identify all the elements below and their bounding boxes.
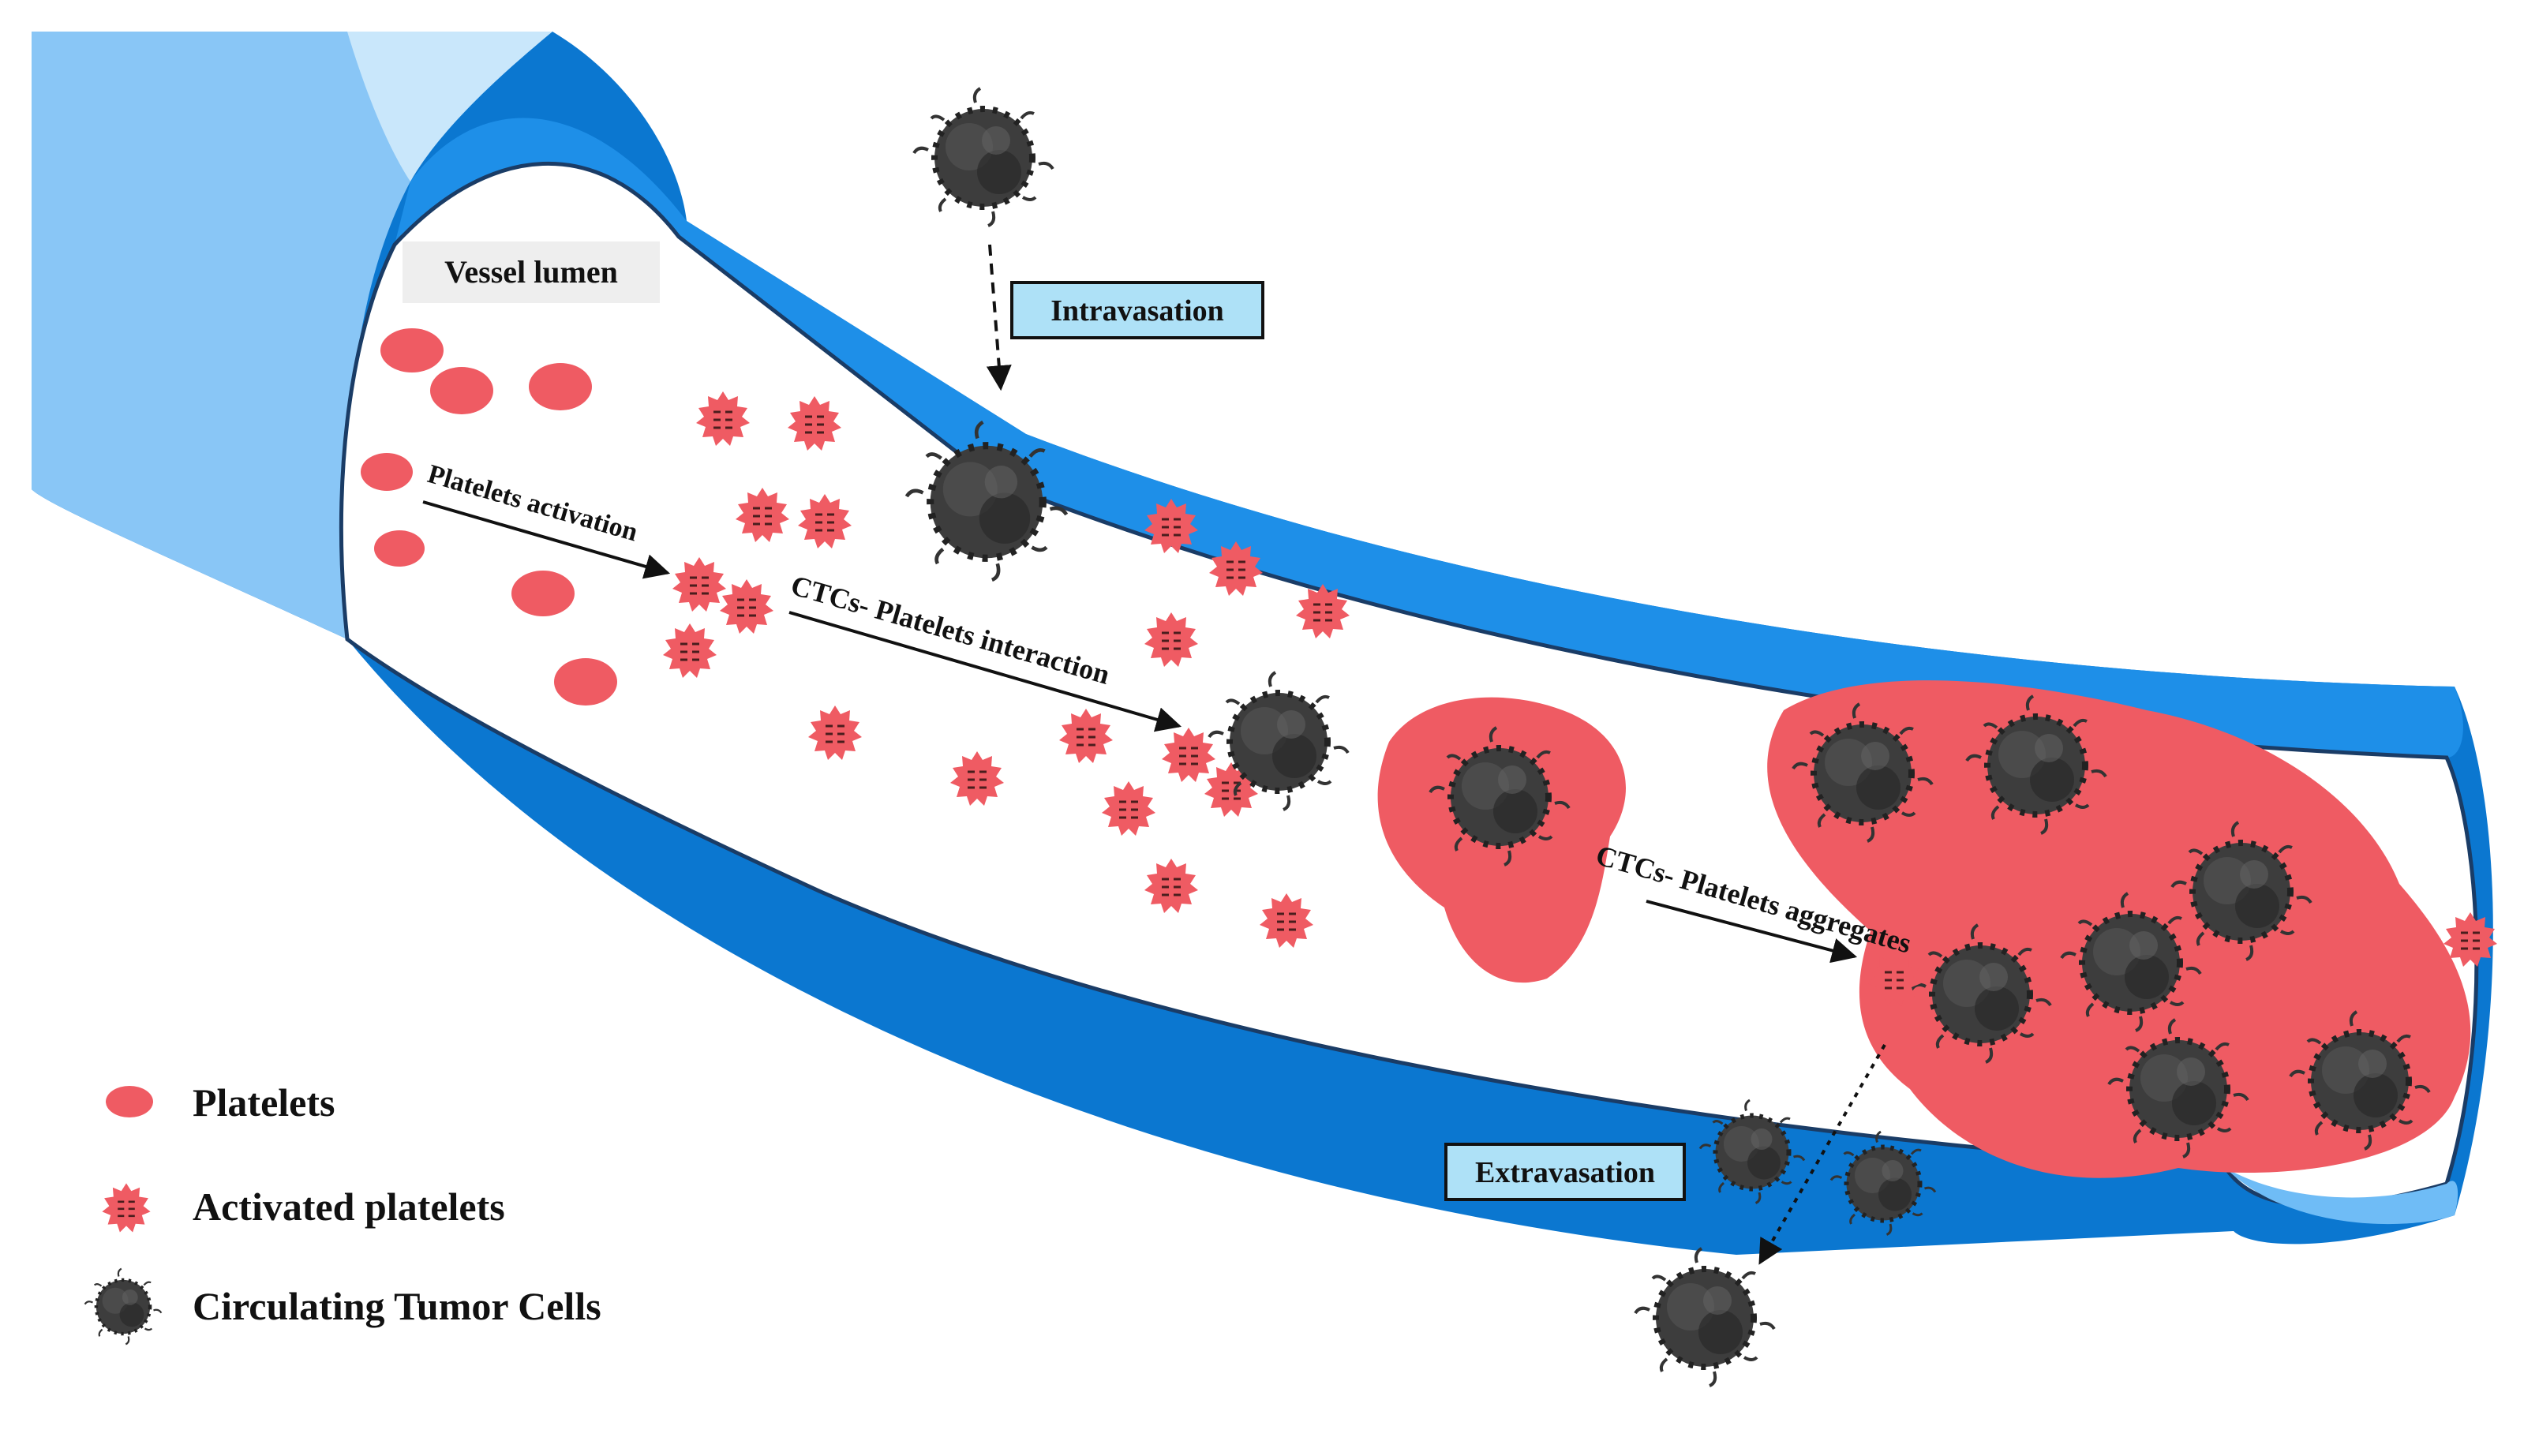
intravasation-text: Intravasation: [1050, 294, 1224, 328]
legend: Platelets Activated platelets Circulatin…: [85, 1080, 601, 1344]
ctc-platelet-aggregate-1: [1377, 697, 1626, 983]
legend-platelets-label: Platelets: [193, 1080, 335, 1125]
vessel-lower-lip: [2226, 1168, 2458, 1225]
extravasation-text: Extravasation: [1475, 1156, 1655, 1189]
vessel-lumen-label: Vessel lumen: [403, 241, 660, 303]
extravasation-label: Extravasation: [1444, 1143, 1686, 1201]
vessel-lumen-text: Vessel lumen: [444, 254, 618, 290]
vessel-left-opening: [32, 32, 552, 639]
legend-ctc-label: Circulating Tumor Cells: [193, 1284, 601, 1328]
ctc-platelet-aggregate-large: [1767, 680, 2499, 1178]
resting-platelets: [361, 328, 617, 706]
process-arrows: [422, 244, 1886, 1265]
intravasation-label: Intravasation: [1010, 281, 1264, 339]
vessel-upper-wall: [395, 118, 2463, 758]
platelet-icon: [106, 1086, 153, 1117]
vessel-left-opening-highlight: [347, 32, 552, 182]
legend-activated-platelets-label: Activated platelets: [193, 1185, 505, 1229]
tumor-cell-icon: [85, 1269, 162, 1345]
activated-platelet-icon: [101, 1182, 152, 1233]
